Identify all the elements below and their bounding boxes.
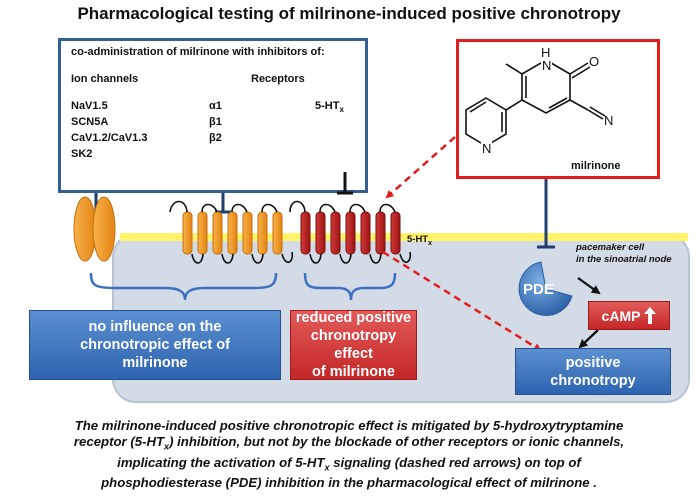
dashed-red-arrows — [382, 136, 542, 352]
inhibitors-heading: co-administration of milrinone with inhi… — [71, 46, 325, 58]
ion-channel-item: SK2 — [71, 148, 93, 160]
diagram-title: Pharmacological testing of milrinone-ind… — [77, 4, 621, 23]
atom-cn-n: N — [604, 113, 614, 128]
positive-chronotropy-box: positive chronotropy — [515, 348, 671, 395]
brackets — [89, 272, 397, 301]
pde-label: PDE — [523, 281, 554, 298]
milrinone-structure — [465, 59, 606, 147]
caption-line-1: The milrinone-induced positive chronotro… — [74, 418, 624, 433]
receptor-item: β2 — [209, 132, 222, 144]
atom-h: H — [541, 45, 551, 60]
caption-line-4: phosphodiesterase (PDE) inhibition in th… — [101, 475, 597, 491]
up-arrow-icon — [644, 307, 657, 324]
ion-channel-item: CaV1.2/CaV1.3 — [71, 132, 148, 144]
cell-membrane — [120, 233, 688, 241]
inhibitors-box: co-administration of milrinone with inhi… — [58, 38, 368, 193]
receptor-item: β1 — [209, 116, 222, 128]
caption: The milrinone-induced positive chronotro… — [0, 418, 698, 491]
ion-channel-item: SCN5A — [71, 116, 109, 128]
membrane-5htx-label: 5-HTx — [407, 234, 433, 247]
reduced-chronotropy-box: reduced positive chronotropy effect of m… — [290, 310, 417, 380]
pacemaker-label: pacemaker cell in the sinoatrial node — [576, 242, 672, 265]
camp-box: cAMP — [588, 301, 670, 330]
ion-channel-item: NaV1.5 — [71, 100, 108, 112]
5htx-receptor-loops — [289, 200, 412, 264]
ion-channel-icon — [73, 196, 116, 262]
orange-receptor-loops — [169, 200, 294, 264]
inhibition-marker-5ht — [337, 172, 353, 195]
receptors-header: Receptors — [251, 73, 305, 85]
caption-line-2: receptor (5-HTx) inhibition, but not by … — [73, 434, 625, 452]
milrinone-label: milrinone — [571, 160, 621, 172]
black-arrows — [577, 277, 601, 349]
caption-line-3: implicating the activation of 5-HTx sign… — [117, 454, 581, 473]
atom-n: N — [541, 58, 553, 73]
no-influence-box: no influence on the chronotropic effect … — [29, 310, 281, 380]
receptor-5ht-item: 5-HTx — [315, 100, 344, 115]
5htx-receptor-icon — [300, 211, 401, 255]
atom-pyridine-n: N — [481, 141, 493, 156]
orange-receptor-icon — [182, 211, 283, 255]
receptor-item: α1 — [209, 100, 222, 112]
ion-channels-header: Ion channels — [71, 73, 139, 85]
pde-enzyme — [518, 261, 573, 317]
atom-o: O — [589, 54, 600, 69]
